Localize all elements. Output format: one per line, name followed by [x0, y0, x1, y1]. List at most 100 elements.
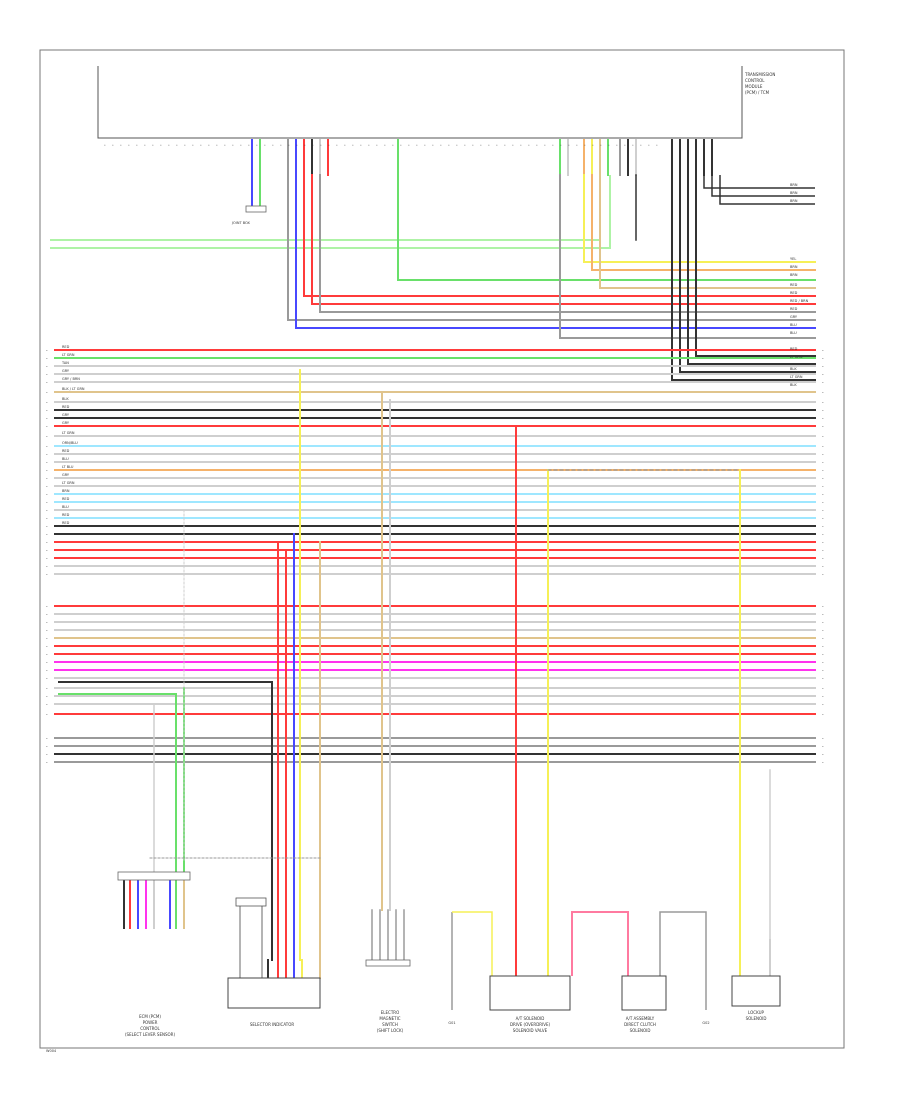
left-pin-dot: •	[46, 469, 48, 473]
ecm-pin-dot: •	[504, 143, 506, 147]
harness-label-left: RED	[62, 345, 70, 349]
right-pin-dot: •	[822, 661, 824, 665]
ecm-pin-dot: •	[224, 143, 226, 147]
harness-label-right: YEL	[790, 257, 796, 261]
left-pin-dot: •	[46, 557, 48, 561]
right-pin-dot: •	[822, 417, 824, 421]
ecm-pin-dot: •	[136, 143, 138, 147]
ecm-pin-dot: •	[536, 143, 538, 147]
harness-label-right: BLU	[790, 323, 797, 327]
ecm-pin-dot: •	[304, 143, 306, 147]
right-pin-dot: •	[822, 621, 824, 625]
harness-label-left: RED	[62, 449, 70, 453]
ecm-pin-dot: •	[216, 143, 218, 147]
ecm-label: TRANSMISSION	[744, 72, 775, 77]
left-pin-dot: •	[46, 613, 48, 617]
right-pin-dot: •	[822, 401, 824, 405]
ecm-pin-dot: •	[544, 143, 546, 147]
ecm-pin-dot: •	[336, 143, 338, 147]
left-pin-dot: •	[46, 541, 48, 545]
harness-label-left: RED	[62, 521, 70, 525]
left-pin-dot: •	[46, 753, 48, 757]
right-pin-dot: •	[822, 677, 824, 681]
harness-label-right: BLK	[790, 367, 797, 371]
right-pin-dot: •	[822, 453, 824, 457]
ecm-label: (PCM) / TCM	[745, 90, 770, 95]
right-pin-dot: •	[822, 687, 824, 691]
blk-short-run	[711, 175, 815, 197]
left-pin-dot: •	[46, 357, 48, 361]
harness-label-right: RED	[790, 307, 798, 311]
wire-black-l	[58, 681, 273, 960]
blk-short-run	[719, 175, 815, 205]
right-pin-dot: •	[822, 381, 824, 385]
ecm-pin-dot: •	[464, 143, 466, 147]
right-pin-dot: •	[822, 695, 824, 699]
ecm-label: CONTROL	[745, 78, 765, 83]
harness-label-right: BRN	[790, 265, 798, 269]
left-pin-dot: •	[46, 565, 48, 569]
right-pin-dot: •	[822, 485, 824, 489]
harness-label-left: BLU	[62, 457, 69, 461]
harness-label-left: ORN/BLU	[62, 441, 78, 445]
left-pin-dot: •	[46, 737, 48, 741]
left-pin-dot: •	[46, 381, 48, 385]
harness-label-right: BLK	[790, 383, 797, 387]
c1-label: (SELECT LEVER SENSOR)	[125, 1032, 175, 1037]
left-pin-dot: •	[46, 761, 48, 765]
right-pin-dot: •	[822, 637, 824, 641]
harness-label-right: BLU	[790, 331, 797, 335]
harness-label-left: GRY	[62, 369, 70, 373]
left-pin-dot: •	[46, 485, 48, 489]
left-pin-dot: •	[46, 493, 48, 497]
right-pin-dot: •	[822, 645, 824, 649]
right-pin-dot: •	[822, 445, 824, 449]
ecm-pin-dot: •	[368, 143, 370, 147]
harness-label-left: RED	[62, 497, 70, 501]
ecm-pin-dot: •	[120, 143, 122, 147]
ecm-label: MODULE	[745, 84, 763, 89]
left-pin-dot: •	[46, 687, 48, 691]
wire-green-pair	[50, 175, 601, 241]
ecm-pin-dot: •	[384, 143, 386, 147]
left-pin-dot: •	[46, 669, 48, 673]
right-pin-dot: •	[822, 533, 824, 537]
left-pin-dot: •	[46, 533, 48, 537]
ecm-pin-dot: •	[632, 143, 634, 147]
ecm-pin-dot: •	[496, 143, 498, 147]
left-pin-dot: •	[46, 425, 48, 429]
ecm-pin-dot: •	[168, 143, 170, 147]
ecm-pin-dot: •	[608, 143, 610, 147]
harness-label-right: BRN	[790, 199, 798, 203]
ecm-pin-dot: •	[392, 143, 394, 147]
left-pin-dot: •	[46, 391, 48, 395]
harness-label-right: BRN	[790, 273, 798, 277]
left-pin-dot: •	[46, 401, 48, 405]
right-pin-dot: •	[822, 565, 824, 569]
ecm-pin-dot: •	[600, 143, 602, 147]
right-pin-dot: •	[822, 461, 824, 465]
c3-label: MAGNETIC	[379, 1016, 400, 1021]
wire-layer	[39, 49, 845, 1049]
left-pin-dot: •	[46, 461, 48, 465]
ecm-pin-dot: •	[160, 143, 162, 147]
c3-connector	[365, 959, 411, 967]
ecm-pin-dot: •	[640, 143, 642, 147]
harness-label-left: GRY	[62, 413, 70, 417]
c4-label: A/T SOLENOID	[516, 1016, 545, 1021]
ecm-pin-dot: •	[344, 143, 346, 147]
ecm-pin-dot: •	[360, 143, 362, 147]
c1-label: ECM (PCM)	[139, 1014, 161, 1019]
c1-label: POWER	[143, 1020, 158, 1025]
right-pin-dot: •	[822, 629, 824, 633]
harness-label-left: LT GRN	[62, 353, 75, 357]
ecm-pin-dot: •	[424, 143, 426, 147]
harness-label-left: GRY	[62, 473, 70, 477]
right-pin-dot: •	[822, 409, 824, 413]
c1-label: CONTROL	[140, 1026, 160, 1031]
ecm-pin-dot: •	[624, 143, 626, 147]
right-pin-dot: •	[822, 525, 824, 529]
right-pin-dot: •	[822, 425, 824, 429]
left-pin-dot: •	[46, 703, 48, 707]
ecm-pin-dot: •	[208, 143, 210, 147]
